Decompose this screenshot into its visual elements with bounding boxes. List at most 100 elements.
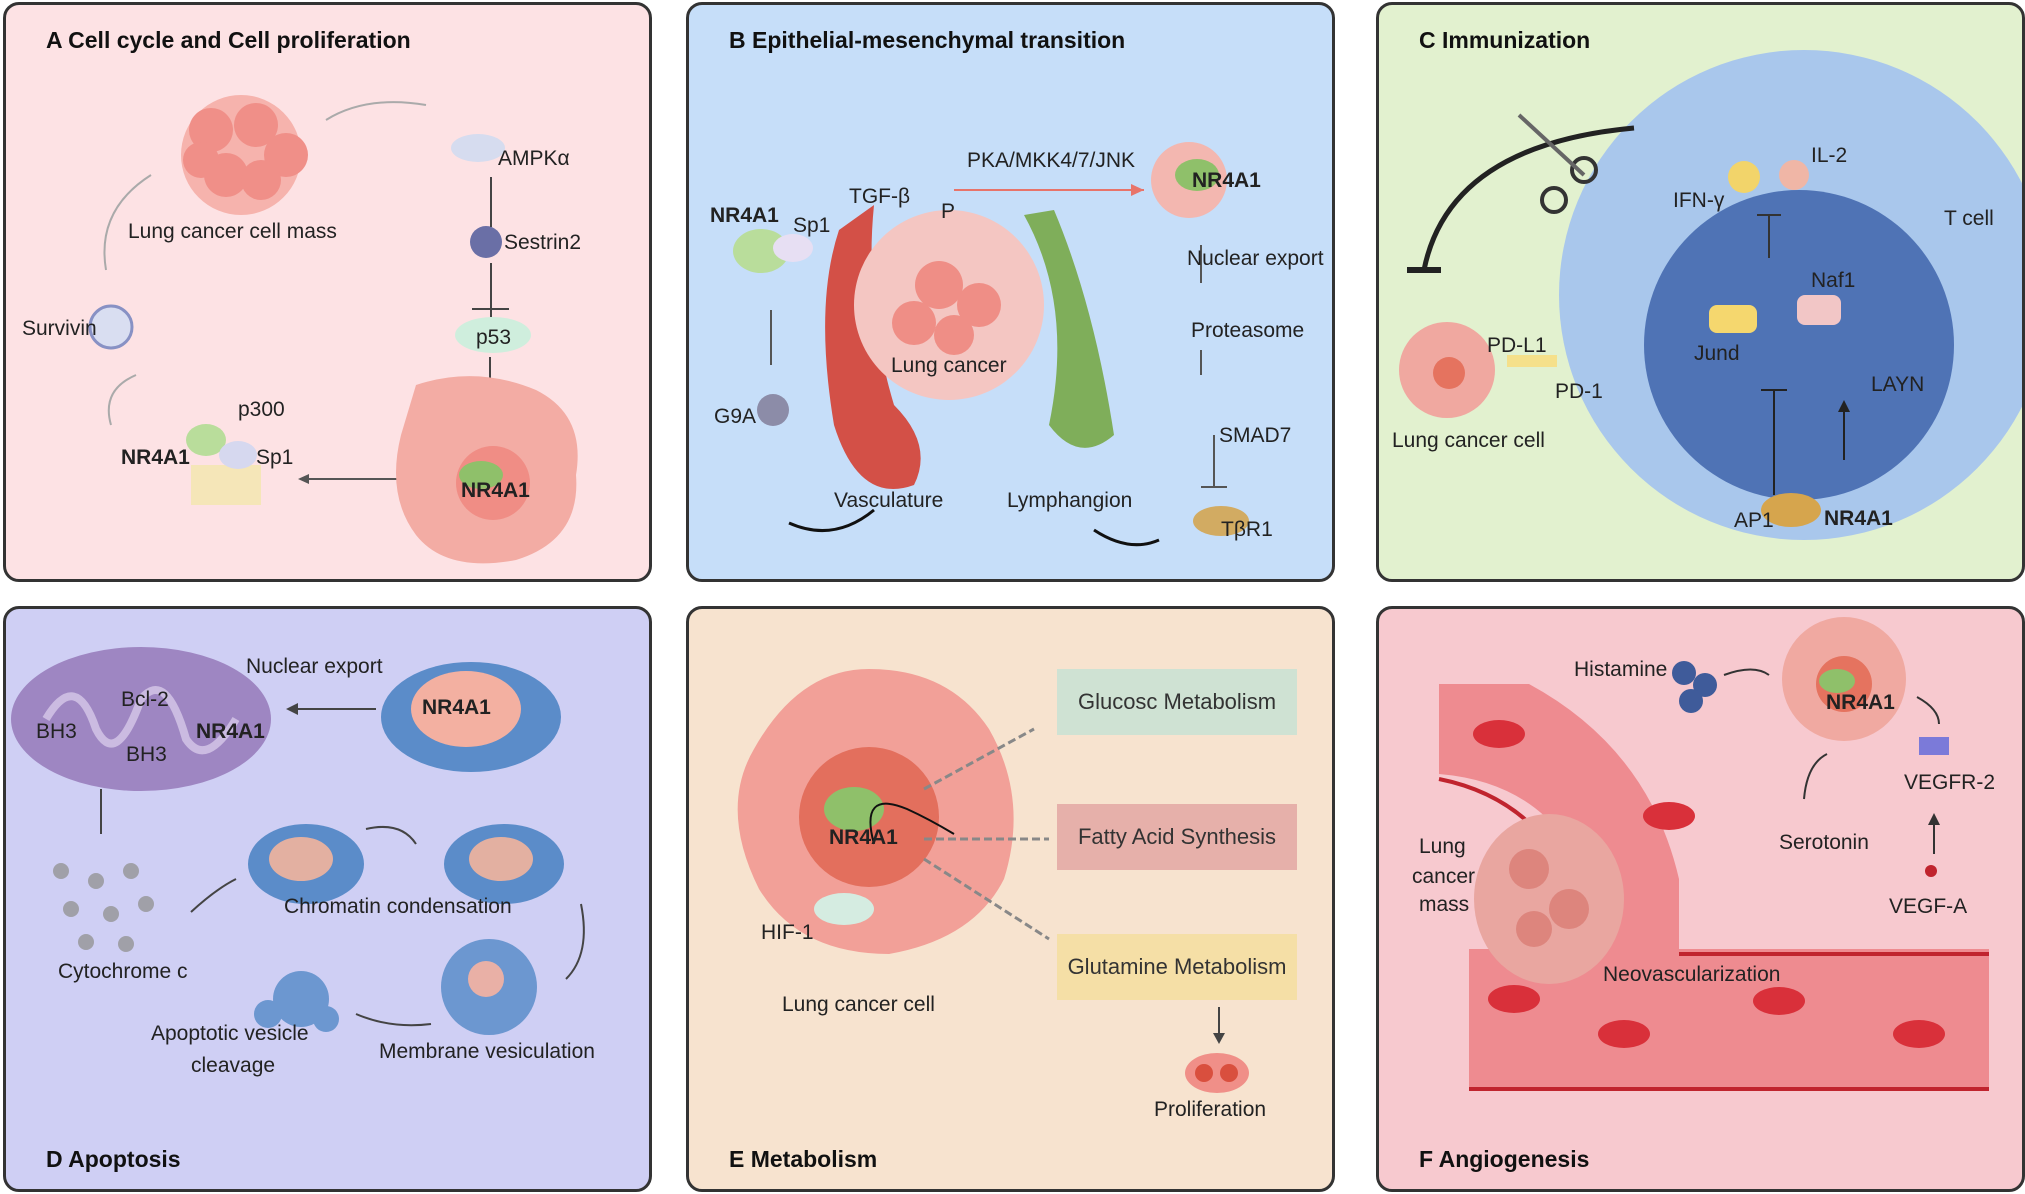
vegfr2-label: VEGFR-2 bbox=[1904, 771, 1996, 794]
panel-cell-cycle: A Cell cycle and Cell proliferation AMPK… bbox=[3, 2, 652, 582]
ap1-label: AP1 bbox=[1734, 509, 1774, 532]
pd1-label: PD-1 bbox=[1555, 380, 1603, 403]
nuclear-export-label: Nuclear export bbox=[1187, 247, 1324, 270]
p53-label: p53 bbox=[476, 326, 512, 349]
cytochrome-icon bbox=[53, 863, 154, 952]
il2-label: IL-2 bbox=[1811, 144, 1848, 167]
scissors-icon bbox=[1517, 113, 1598, 214]
serotonin-label: Serotonin bbox=[1779, 831, 1869, 854]
nr4a1-label: NR4A1 bbox=[1192, 169, 1261, 192]
naf1-label: Naf1 bbox=[1811, 269, 1856, 292]
nr4a1-cell-icon bbox=[1782, 617, 1906, 741]
mass-label: mass bbox=[1419, 893, 1470, 916]
panel-angiogenesis: F Angiogenesis Histamine NR4A1 VEGFR-2 L… bbox=[1376, 606, 2025, 1192]
membrane-vesiculation-label: Membrane vesiculation bbox=[379, 1040, 595, 1063]
ampk-label: AMPKα bbox=[498, 147, 570, 170]
lymphangion-label: Lymphangion bbox=[1007, 489, 1133, 512]
nr4a1-label: NR4A1 bbox=[1826, 691, 1895, 714]
bcl2-label: Bcl-2 bbox=[121, 688, 169, 711]
chromatin-label: Chromatin condensation bbox=[284, 895, 512, 918]
blood-vessel-icon bbox=[1438, 684, 1989, 1091]
panel-a-title: A Cell cycle and Cell proliferation bbox=[46, 27, 411, 53]
bh3-label: BH3 bbox=[126, 743, 167, 766]
histamine-label: Histamine bbox=[1574, 658, 1668, 681]
panel-b-artwork bbox=[733, 142, 1249, 547]
cell-icon bbox=[396, 376, 578, 564]
mitochondrion-icon bbox=[11, 647, 271, 791]
nr4a1-label: NR4A1 bbox=[1824, 507, 1893, 530]
t-cell-label: T cell bbox=[1944, 207, 1994, 230]
survivin-label: Survivin bbox=[22, 317, 97, 340]
panel-a-artwork bbox=[88, 95, 578, 564]
panel-d-title: D Apoptosis bbox=[46, 1146, 181, 1172]
cleavage-label: cleavage bbox=[191, 1054, 276, 1077]
layn-label: LAYN bbox=[1871, 373, 1925, 396]
cancer-label: cancer bbox=[1412, 865, 1476, 888]
panel-c-title: C Immunization bbox=[1419, 27, 1591, 53]
nr4a1-label: NR4A1 bbox=[829, 826, 898, 849]
glutamine-metabolism-box: Glutamine Metabolism bbox=[1057, 934, 1297, 1000]
smad7-label: SMAD7 bbox=[1219, 424, 1292, 447]
nr4a1-label: NR4A1 bbox=[121, 446, 190, 469]
ifng-label: IFN-γ bbox=[1673, 189, 1725, 212]
sp1-label: Sp1 bbox=[793, 214, 831, 237]
vasculature-label: Vasculature bbox=[834, 489, 944, 512]
panel-c-artwork bbox=[1399, 50, 2022, 540]
lung-label: Lung bbox=[1419, 835, 1466, 858]
tumor-icon bbox=[854, 210, 1044, 400]
tbr1-label: TβR1 bbox=[1221, 518, 1273, 541]
nuclear-export-label: Nuclear export bbox=[246, 655, 383, 678]
t-cell-icon bbox=[1559, 50, 2022, 540]
dna-icon bbox=[186, 424, 261, 505]
cell-mass-icon bbox=[181, 95, 308, 215]
panel-b-title: B Epithelial-mesenchymal transition bbox=[729, 27, 1126, 53]
vegfa-label: VEGF-A bbox=[1889, 895, 1968, 918]
panel-immunization: C Immunization IL-2 IFN-γ T cell Naf1 Ju… bbox=[1376, 2, 2025, 582]
sestrin2-label: Sestrin2 bbox=[504, 231, 582, 254]
sp1-label: Sp1 bbox=[256, 446, 294, 469]
p300-label: p300 bbox=[238, 398, 285, 421]
hif1-label: HIF-1 bbox=[761, 921, 814, 944]
nr4a1-label: NR4A1 bbox=[710, 204, 779, 227]
vesicle-icon bbox=[254, 971, 339, 1032]
p-label: P bbox=[941, 200, 956, 223]
g9a-label: G9A bbox=[714, 405, 757, 428]
nr4a1-label: NR4A1 bbox=[461, 479, 530, 502]
lung-cancer-cell-icon bbox=[1399, 322, 1495, 418]
panel-emt: B Epithelial-mesenchymal transition PKA/… bbox=[686, 2, 1335, 582]
lung-cancer-cell-label: Lung cancer cell bbox=[1392, 429, 1545, 452]
cell-stage-icon bbox=[444, 824, 564, 904]
panel-f-artwork bbox=[1438, 617, 1989, 1091]
neovascularization-label: Neovascularization bbox=[1603, 963, 1781, 986]
fatty-acid-box: Fatty Acid Synthesis bbox=[1057, 804, 1297, 870]
panel-e-title: E Metabolism bbox=[729, 1146, 878, 1172]
cytochrome-label: Cytochrome c bbox=[58, 960, 188, 983]
nr4a1-label: NR4A1 bbox=[422, 696, 491, 719]
cell-stage-icon bbox=[248, 824, 364, 904]
proliferation-icon bbox=[1185, 1053, 1249, 1093]
panel-e-artwork bbox=[737, 669, 1249, 1093]
pka-label: PKA/MKK4/7/JNK bbox=[967, 149, 1136, 172]
tgf-label: TGF-β bbox=[849, 185, 911, 208]
proliferation-label: Proliferation bbox=[1154, 1098, 1267, 1121]
nucleus-icon bbox=[381, 662, 561, 772]
bh3-label: BH3 bbox=[36, 720, 77, 743]
apoptotic-vesicle-label: Apoptotic vesicle bbox=[151, 1022, 309, 1045]
jund-label: Jund bbox=[1694, 342, 1740, 365]
cell-mass-label: Lung cancer cell mass bbox=[128, 220, 337, 243]
lung-cancer-cell-icon bbox=[737, 669, 1014, 954]
panel-apoptosis: D Apoptosis Nuclear export Bcl-2 NR4A1 N… bbox=[3, 606, 652, 1192]
nr4a1-label: NR4A1 bbox=[196, 720, 265, 743]
lung-cancer-cell-label: Lung cancer cell bbox=[782, 993, 935, 1016]
lung-cancer-label: Lung cancer bbox=[891, 354, 1007, 377]
histamine-icon bbox=[1672, 661, 1717, 713]
panel-metabolism: E Metabolism Glucosc Metabolism Fatty Ac… bbox=[686, 606, 1335, 1192]
pdl1-label: PD-L1 bbox=[1487, 334, 1547, 357]
lymph-icon bbox=[1024, 210, 1114, 448]
panel-f-title: F Angiogenesis bbox=[1419, 1146, 1590, 1172]
cell-stage-icon bbox=[441, 939, 537, 1035]
proteasome-label: Proteasome bbox=[1191, 319, 1305, 342]
lung-cancer-mass-icon bbox=[1474, 814, 1624, 984]
nucleus-icon bbox=[1151, 142, 1227, 218]
glucose-metabolism-box: Glucosc Metabolism bbox=[1057, 669, 1297, 735]
